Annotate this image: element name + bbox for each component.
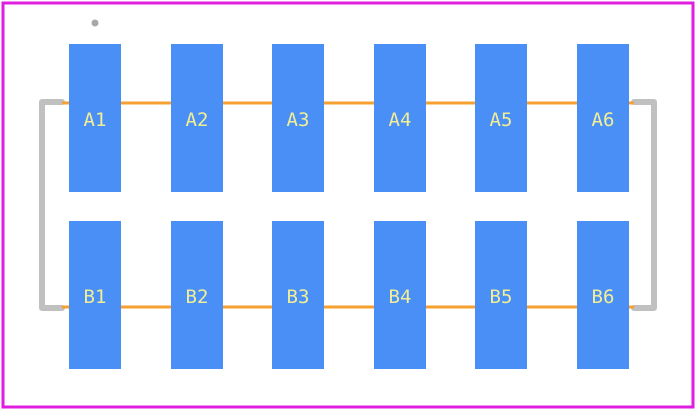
- pad-label-a6: A6: [592, 109, 615, 131]
- pad-label-a5: A5: [490, 109, 513, 131]
- pad-b3: [272, 221, 324, 369]
- pad-b1: [69, 221, 121, 369]
- pad-a4: [374, 44, 426, 192]
- pad-a6: [577, 44, 629, 192]
- pad-a5: [475, 44, 527, 192]
- pad-row-top: A1 A2 A3 A4 A5 A6: [69, 44, 629, 192]
- silkscreen-left-bracket: [39, 99, 65, 311]
- pad-label-a4: A4: [389, 109, 412, 131]
- silkscreen-right-bracket: [631, 99, 657, 311]
- pad-b4: [374, 221, 426, 369]
- pad-a1: [69, 44, 121, 192]
- pad-a3: [272, 44, 324, 192]
- pad-b2: [171, 221, 223, 369]
- pad-b5: [475, 221, 527, 369]
- pin1-marker-dot: [91, 19, 99, 27]
- pad-label-b5: B5: [490, 286, 513, 308]
- pad-label-b3: B3: [287, 286, 310, 308]
- pad-label-a1: A1: [84, 109, 107, 131]
- pad-label-b1: B1: [84, 286, 107, 308]
- pad-row-bottom: B1 B2 B3 B4 B5 B6: [69, 221, 629, 369]
- pad-label-b6: B6: [592, 286, 615, 308]
- pad-label-b4: B4: [389, 286, 412, 308]
- pad-label-b2: B2: [186, 286, 209, 308]
- pad-b6: [577, 221, 629, 369]
- pad-a2: [171, 44, 223, 192]
- pad-label-a3: A3: [287, 109, 310, 131]
- pad-label-a2: A2: [186, 109, 209, 131]
